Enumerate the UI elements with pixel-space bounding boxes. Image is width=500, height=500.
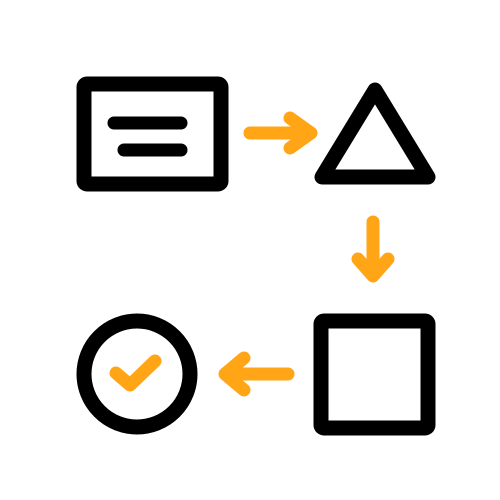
check-circle-ring <box>76 313 198 435</box>
document-icon <box>76 76 229 192</box>
check-mark-icon <box>109 354 162 392</box>
arrow-right-head <box>283 111 318 155</box>
arrow-down-head <box>351 252 395 283</box>
arrow-down-icon <box>351 215 395 283</box>
triangle-shape <box>314 82 436 185</box>
check-circle-icon <box>76 313 198 435</box>
arrow-left-head <box>218 351 251 397</box>
arrow-left-icon <box>218 351 295 397</box>
triangle-icon <box>314 82 436 185</box>
arrow-right-icon <box>243 111 318 155</box>
square-icon <box>313 313 436 436</box>
square-shape <box>313 313 436 436</box>
document-frame <box>76 76 229 192</box>
